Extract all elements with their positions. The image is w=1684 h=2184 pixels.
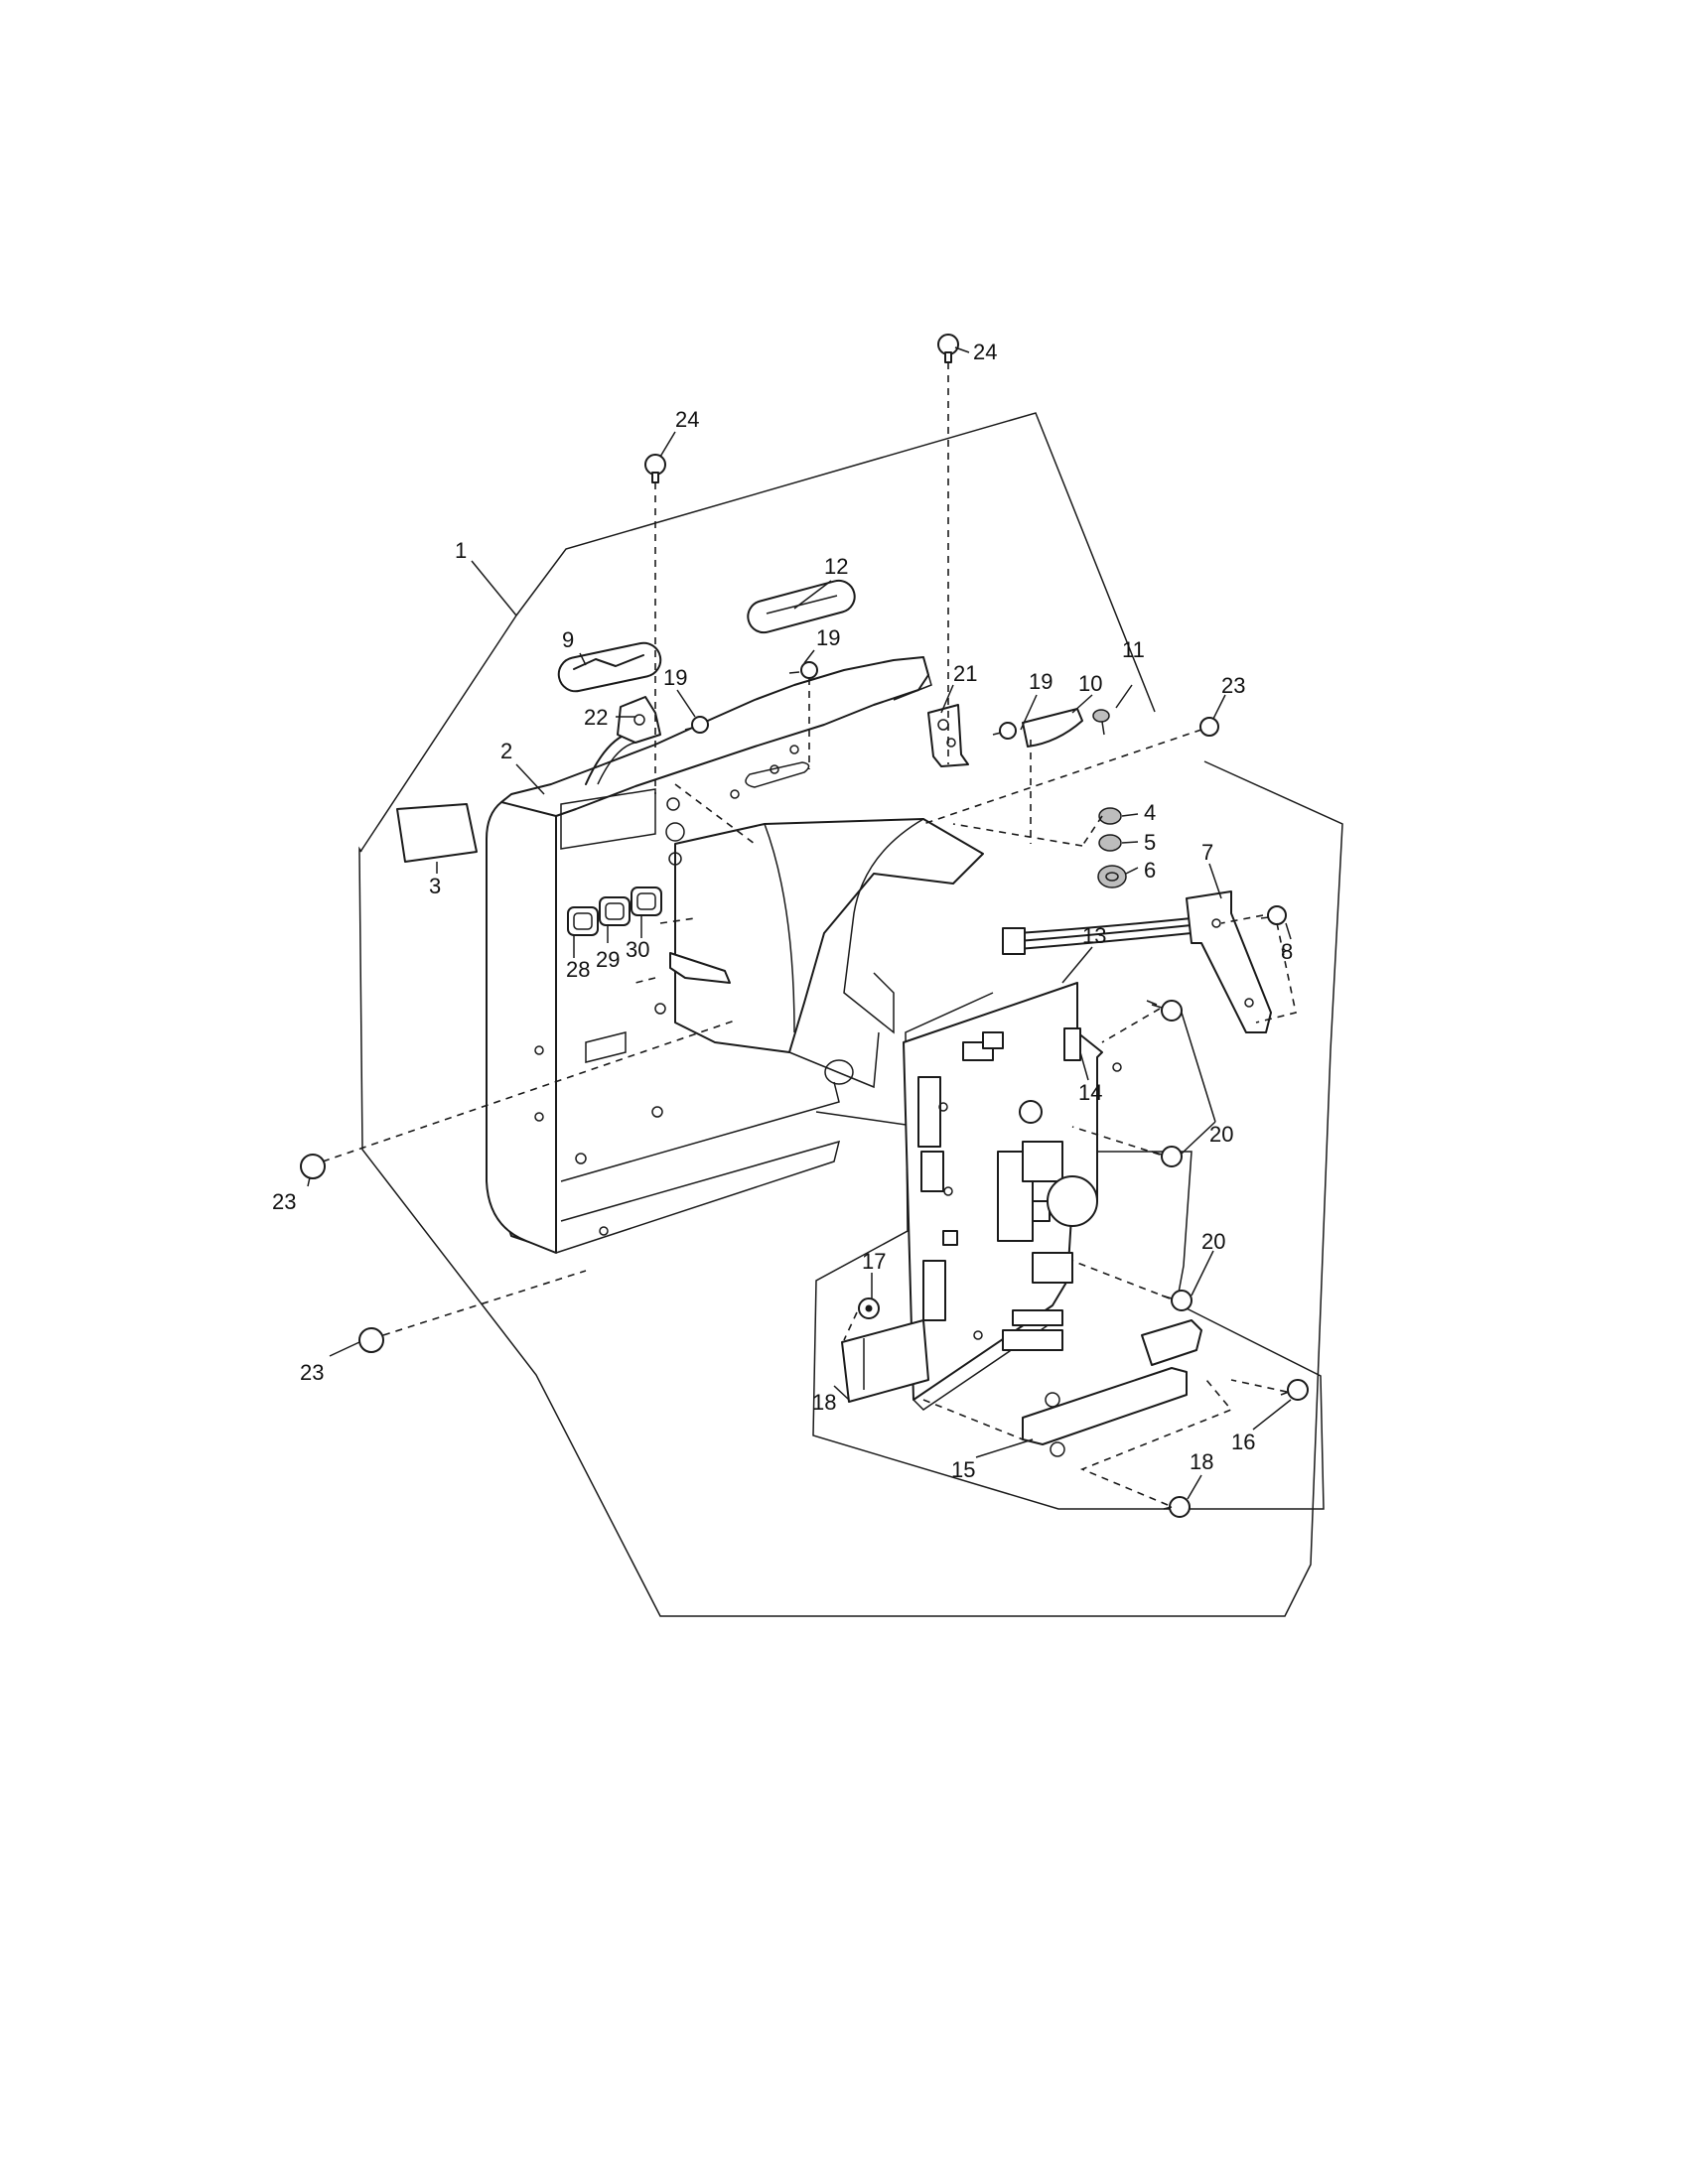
callout-19-center: 19	[816, 625, 840, 650]
part-10	[1022, 708, 1083, 748]
assembly-dashed-lines	[322, 362, 1297, 1506]
label-plate-part-3	[396, 803, 478, 863]
connector-part-14	[1063, 1027, 1081, 1061]
callout-8: 8	[1281, 939, 1293, 964]
callout-labels: 1 2 3 4 5 6 7 8 9 10 11 12 13 14 15 16 1…	[272, 340, 1293, 1482]
callout-24-left: 24	[675, 407, 699, 432]
leader-lines	[307, 346, 1292, 1500]
callout-14: 14	[1078, 1080, 1102, 1105]
callout-18-left: 18	[812, 1390, 836, 1415]
callout-23-right: 23	[1221, 673, 1245, 698]
callout-17: 17	[862, 1249, 886, 1274]
callout-19-left: 19	[663, 665, 687, 690]
callout-23-left-upper: 23	[272, 1189, 296, 1214]
callout-28: 28	[566, 957, 590, 982]
callout-12: 12	[824, 554, 848, 579]
callout-5: 5	[1144, 830, 1156, 855]
callout-18-bottom: 18	[1190, 1449, 1213, 1474]
callout-1: 1	[455, 538, 467, 563]
callout-30: 30	[626, 937, 649, 962]
callout-29: 29	[596, 947, 620, 972]
callout-22: 22	[584, 705, 608, 730]
boundary-outlines	[358, 412, 1343, 1617]
block-part-18-left	[841, 1319, 929, 1403]
callout-10: 10	[1078, 671, 1102, 696]
callout-3: 3	[429, 874, 441, 898]
callout-21: 21	[953, 661, 977, 686]
callout-20-bottom: 20	[1201, 1229, 1225, 1254]
circuit-board-part-13	[903, 982, 1122, 1411]
buttons-28-29-30	[567, 887, 662, 936]
callout-16: 16	[1231, 1430, 1255, 1454]
bracket-part-22	[617, 696, 661, 744]
washers	[1092, 709, 1127, 888]
wire-harness-part-7	[1002, 890, 1272, 1033]
callout-19-right: 19	[1029, 669, 1052, 694]
callout-2: 2	[500, 739, 512, 763]
callout-11: 11	[1122, 637, 1145, 662]
callout-7: 7	[1201, 840, 1213, 865]
callout-15: 15	[951, 1457, 975, 1482]
housing-panel	[486, 656, 984, 1254]
callout-6: 6	[1144, 858, 1156, 883]
callout-23-left-lower: 23	[300, 1360, 324, 1385]
callout-4: 4	[1144, 800, 1156, 825]
callout-20-top: 20	[1209, 1122, 1233, 1147]
callout-24-right: 24	[973, 340, 997, 364]
callout-13: 13	[1082, 923, 1106, 948]
callout-9: 9	[562, 627, 574, 652]
screws	[300, 334, 1309, 1518]
cover-12	[747, 579, 856, 634]
